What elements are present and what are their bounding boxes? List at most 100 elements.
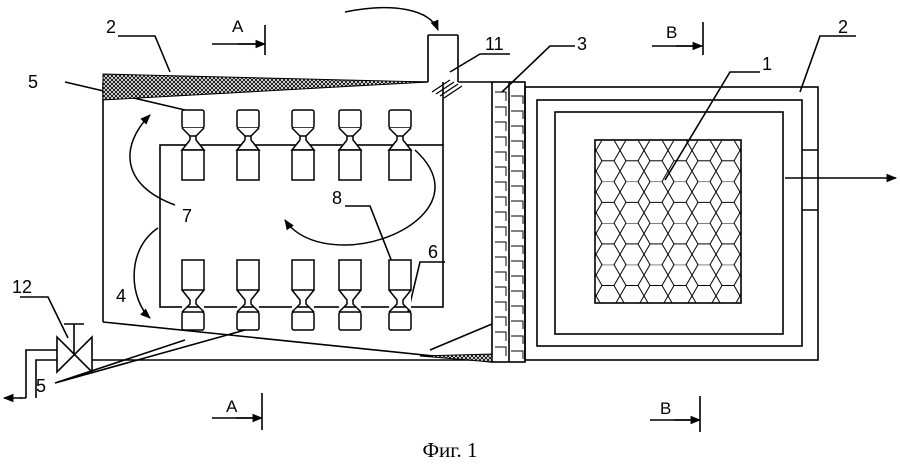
flow-arrows: [2, 6, 898, 425]
nozzle-top-3: [290, 109, 316, 181]
partition-cell: [495, 151, 507, 161]
hatched-wedge-bottom: [419, 353, 493, 363]
partition-cell: [511, 335, 524, 344]
partition-cell: [495, 136, 507, 146]
partition-cell: [495, 316, 507, 326]
partition-cell: [495, 241, 507, 251]
nozzle-bottom-4: [338, 259, 362, 331]
nozzle-body: [291, 149, 315, 181]
partition-cell: [511, 200, 524, 209]
flow-arrow-center-loop: [284, 149, 436, 246]
hatched-wedge-top: [102, 73, 429, 101]
nozzle-head: [388, 311, 412, 331]
partition-cell: [495, 121, 507, 131]
partition-cell: [511, 140, 524, 149]
nozzle-neck: [291, 289, 315, 313]
partition-cell: [495, 166, 507, 176]
nozzle-body: [388, 259, 412, 291]
partition-cell: [495, 181, 507, 191]
section-b-bottom: B: [660, 399, 671, 418]
nozzle-neck: [337, 127, 363, 151]
leader-12: [20, 296, 69, 339]
section-b-top-mark: [652, 22, 704, 55]
nozzle-neck: [180, 127, 206, 151]
flow-arrow-inlet: [344, 6, 439, 31]
partition-cell: [511, 215, 524, 224]
nozzle-body: [236, 149, 260, 181]
leader-2-right: [799, 35, 856, 93]
flow-arrow-left-down: [133, 227, 159, 319]
nozzle-body: [236, 259, 260, 291]
right-inner-frame: [536, 99, 803, 347]
nozzle-head: [181, 109, 205, 129]
label-11: 11: [485, 34, 504, 54]
nozzle-head: [338, 311, 362, 331]
nozzle-head: [291, 311, 315, 331]
leader-8: [345, 205, 393, 263]
partition-cell: [511, 170, 524, 179]
partition-cell: [511, 185, 524, 194]
nozzle-head: [236, 109, 260, 129]
right-core-frame: [554, 111, 784, 335]
nozzle-neck: [338, 289, 362, 313]
nozzle-head: [181, 311, 205, 331]
label-1: 1: [762, 54, 772, 74]
nozzle-body: [338, 149, 362, 181]
section-b-top: B: [666, 23, 677, 42]
drawing-lines: [20, 22, 856, 432]
label-8: 8: [332, 188, 342, 208]
label-4: 4: [116, 286, 126, 306]
leader-2-left: [118, 35, 171, 73]
partition-cell: [511, 110, 524, 119]
nozzle-bottom-1: [181, 259, 205, 331]
nozzle-neck: [387, 127, 413, 151]
honeycomb-core: [594, 139, 742, 304]
partition-cell: [511, 290, 524, 299]
section-b-bottom-mark: [650, 396, 701, 432]
nozzle-neck: [388, 289, 412, 313]
nozzle-top-5: [387, 109, 413, 181]
label-2-right: 2: [838, 17, 848, 37]
partition-cell: [511, 305, 524, 314]
label-3: 3: [577, 34, 587, 54]
nozzle-rows: [180, 109, 413, 331]
partition-cell: [495, 286, 507, 296]
leader-11: [449, 53, 510, 73]
leader-5-bottom: [54, 329, 246, 384]
nozzle-head: [291, 109, 315, 129]
nozzle-bottom-2: [236, 259, 260, 331]
partition-cell: [511, 245, 524, 254]
damper-11: [431, 79, 463, 99]
partition-cell: [495, 346, 507, 356]
label-5-bottom: 5: [36, 376, 46, 396]
leader-3: [501, 45, 575, 93]
right-housing: [524, 86, 819, 361]
nozzle-body: [291, 259, 315, 291]
nozzle-body: [388, 149, 412, 181]
partition-cell: [511, 275, 524, 284]
nozzle-neck: [181, 289, 205, 313]
label-7: 7: [182, 206, 192, 226]
nozzle-head: [236, 311, 260, 331]
partition-cell: [495, 196, 507, 206]
partition-cell: [511, 320, 524, 329]
nozzle-neck: [290, 127, 316, 151]
nozzle-top-4: [337, 109, 363, 181]
section-a-top: A: [232, 17, 244, 36]
partition-cell: [495, 226, 507, 236]
nozzle-body: [338, 259, 362, 291]
nozzle-body: [181, 259, 205, 291]
nozzle-neck: [235, 127, 261, 151]
leader-bottom-pipe: [429, 323, 493, 351]
nozzle-top-2: [235, 109, 261, 181]
nozzle-head: [388, 109, 412, 129]
inlet-duct: [427, 34, 459, 82]
partition-cell: [511, 125, 524, 134]
partition-cell: [495, 211, 507, 221]
partition-cell: [495, 256, 507, 266]
outlet-flange: [802, 149, 818, 211]
valve-12-stem: [64, 323, 84, 354]
partition-cells: [495, 91, 524, 359]
nozzle-neck: [236, 289, 260, 313]
